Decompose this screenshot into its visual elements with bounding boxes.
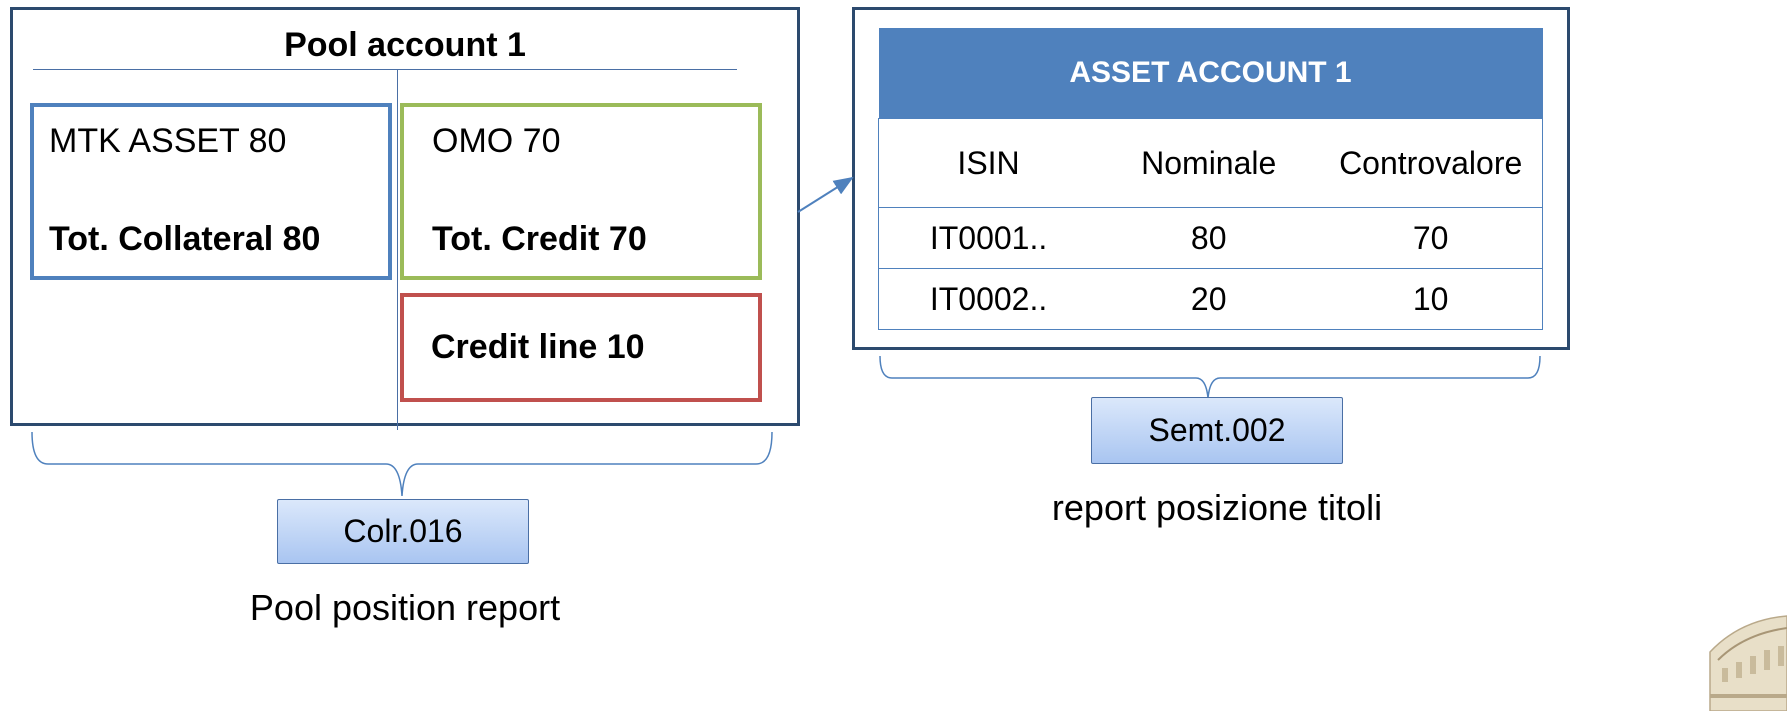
credit-line-label: Credit line 10 [431,328,645,366]
controvalore-cell: 10 [1319,268,1543,330]
total-credit-label: Tot. Credit 70 [432,220,647,258]
controvalore-cell: 70 [1319,207,1543,269]
nominale-cell: 20 [1098,268,1320,330]
total-collateral-label: Tot. Collateral 80 [49,220,321,258]
pool-column-divider [397,70,398,430]
collateral-box: MTK ASSET 80 Tot. Collateral 80 [30,103,392,280]
table-row: IT0001.. 80 70 [878,207,1543,269]
credit-line-box: Credit line 10 [400,293,762,402]
pool-account-title: Pool account 1 [284,26,526,64]
link-arrow [797,176,854,213]
credit-box: OMO 70 Tot. Credit 70 [400,103,762,280]
mtk-asset-label: MTK ASSET 80 [49,122,287,160]
table-row: IT0002.. 20 10 [878,268,1543,330]
pool-brace [31,431,773,497]
pool-header-divider [33,69,737,70]
semt-caption: report posizione titoli [1051,487,1383,528]
nominale-cell: 80 [1098,207,1320,269]
semt-002-tag: Semt.002 [1091,397,1343,464]
table-header-row: ISIN Nominale Controvalore [879,119,1543,208]
column-header-nominale: Nominale [1141,144,1277,181]
pool-account-panel: Pool account 1 [10,7,800,430]
column-header-isin: ISIN [957,144,1020,181]
colr-caption: Pool position report [249,587,561,628]
colr-016-tag: Colr.016 [277,499,529,564]
isin-cell: IT0001.. [878,207,1099,269]
isin-cell: IT0002.. [878,268,1099,330]
column-header-controvalore: Controvalore [1339,144,1523,181]
building-icon [1709,615,1787,711]
asset-account-title: ASSET ACCOUNT 1 [878,28,1543,119]
asset-brace [879,355,1541,399]
omo-label: OMO 70 [432,122,561,160]
asset-account-table: ASSET ACCOUNT 1 ISIN Nominale Controvalo… [878,28,1543,330]
